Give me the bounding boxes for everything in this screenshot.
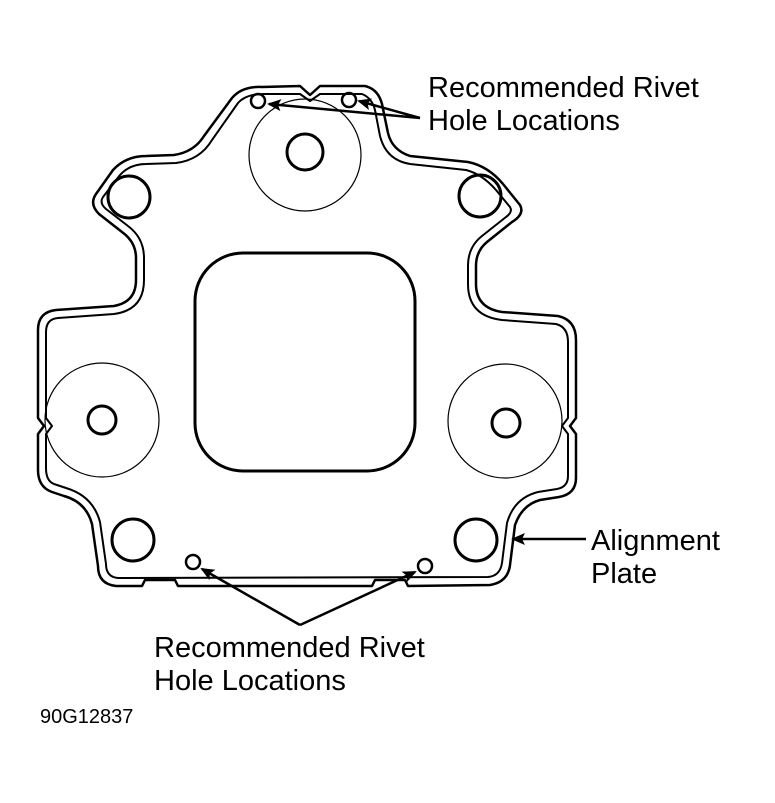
left-boss-ring [44, 362, 160, 478]
lower-left-bolt-hole [110, 517, 156, 563]
upper-right-bolt-hole [457, 173, 503, 219]
right-bolt-hole [490, 407, 522, 439]
center-opening [193, 251, 417, 473]
rivet-holes-top-label-line2: Hole Locations [428, 105, 620, 137]
plate-inner-outline [45, 93, 569, 579]
rivet-hole-top-right [340, 91, 358, 109]
arrow-bottom-left-rivet [200, 567, 301, 627]
right-boss-ring [447, 363, 563, 479]
rivet-holes-bottom-label-line2: Hole Locations [154, 665, 346, 697]
left-bolt-hole [86, 404, 118, 436]
rivet-holes-bottom-label: Recommended Rivet Hole Locations [154, 632, 425, 698]
alignment-plate-label-line1: Alignment [591, 525, 720, 557]
arrow-bottom-right-rivet [299, 570, 417, 627]
rivet-holes-top-label-line1: Recommended Rivet [428, 72, 699, 104]
alignment-plate-label: Alignment Plate [591, 525, 720, 591]
alignment-plate-label-line2: Plate [591, 558, 658, 590]
rivet-hole-bottom-right [416, 557, 434, 575]
rivet-holes-bottom-label-line1: Recommended Rivet [154, 632, 425, 664]
arrow-top-left-rivet [267, 99, 421, 120]
figure-code: 90G12837 [40, 706, 134, 728]
plate-outer-outline [36, 84, 578, 588]
top-boss-ring [248, 98, 362, 212]
upper-left-bolt-hole [106, 174, 152, 220]
top-bolt-hole [285, 132, 325, 172]
rivet-holes-top-label: Recommended Rivet Hole Locations [428, 72, 699, 138]
lower-right-bolt-hole [453, 517, 499, 563]
arrow-top-right-rivet [357, 98, 421, 120]
rivet-hole-top-left [249, 92, 267, 110]
rivet-hole-bottom-left [184, 553, 202, 571]
